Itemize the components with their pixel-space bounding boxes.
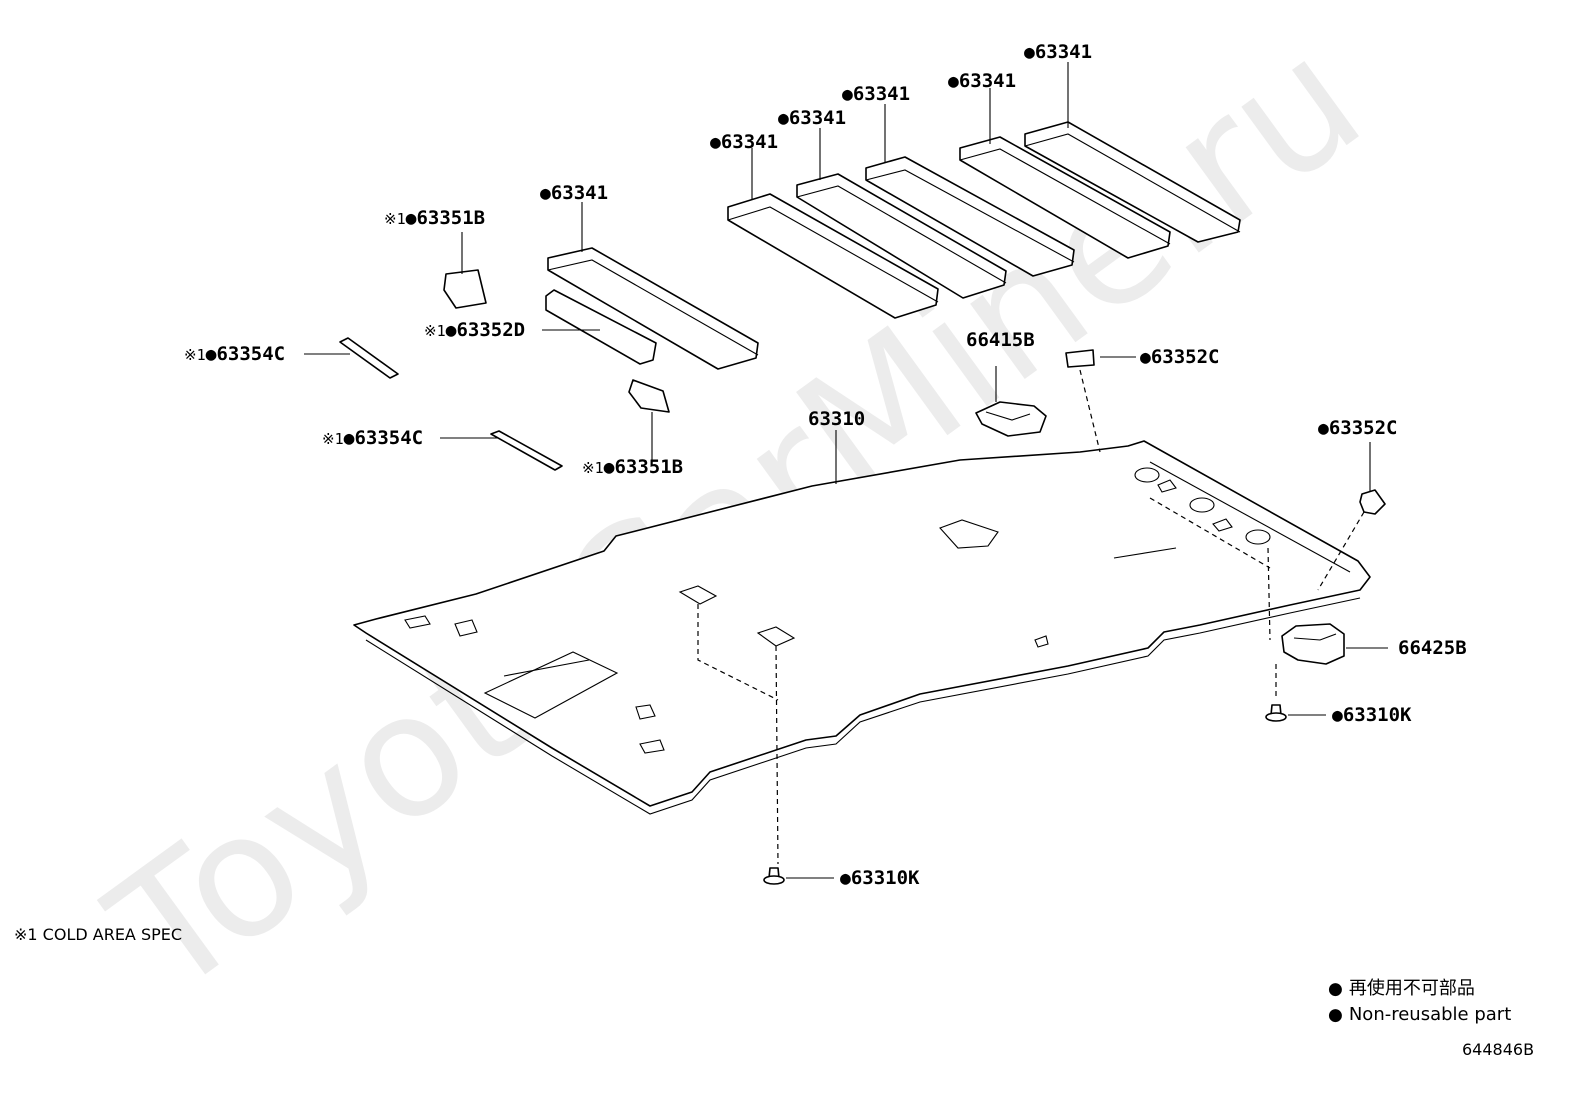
callout-pad-bottom: ※1●63351B — [582, 456, 683, 478]
mount-7 — [1034, 635, 1049, 648]
headliner-edge-lower — [365, 597, 1361, 815]
callout-bar1: ●63341 — [540, 182, 608, 204]
callout-pad-c-top: ●63352C — [1140, 346, 1219, 368]
clip-63310k-right — [1265, 704, 1287, 722]
legend-row-jp: ●再使用不可部品 — [1328, 976, 1511, 1002]
mount-4 — [639, 739, 665, 754]
callout-handle-front: 66415B — [966, 329, 1035, 351]
clip-seat-1 — [678, 585, 718, 605]
headliner-63310 — [353, 440, 1371, 815]
legend-text-jp: 再使用不可部品 — [1348, 978, 1475, 999]
legend-bullet: ● — [1328, 1005, 1343, 1025]
mount-5 — [1157, 479, 1177, 493]
sunroof-shading — [503, 659, 590, 677]
callout-pad-top: ※1●63351B — [384, 207, 485, 229]
headliner-outline — [353, 440, 1371, 807]
legend-text-en: Non-reusable part — [1348, 1004, 1512, 1025]
strip-63354c-bottom — [490, 430, 563, 471]
sunroof-opening — [483, 651, 619, 719]
assist-grip-66415b-detail — [985, 411, 1031, 421]
assembly-lines — [697, 369, 1365, 865]
mount-6 — [1212, 518, 1233, 532]
legend: ●再使用不可部品 ●Non-reusable part — [1328, 976, 1511, 1028]
boss-3 — [1245, 529, 1271, 545]
absorber-bar-5-edge — [959, 148, 1171, 245]
strip-63354c-top — [339, 337, 399, 379]
mount-1 — [404, 615, 431, 629]
cold-area-note: ※1 COLD AREA SPEC — [14, 925, 183, 944]
absorber-bar-3-edge — [796, 185, 1007, 284]
callout-clip-right: ●63310K — [1332, 704, 1412, 726]
callout-bar5: ●63341 — [948, 70, 1016, 92]
legend-bullet: ● — [1328, 979, 1343, 999]
boss-2 — [1189, 497, 1215, 513]
absorber-bar-4-edge — [865, 169, 1075, 263]
strip-63352d — [545, 289, 657, 365]
callout-bar4: ●63341 — [842, 83, 910, 105]
callout-strip-c-top: ※1●63354C — [184, 343, 285, 365]
callout-headliner: 63310 — [808, 408, 865, 430]
pad-63352c-right — [1359, 489, 1386, 515]
mount-3 — [635, 704, 656, 720]
pad-63351b-top — [443, 269, 487, 309]
console-mount — [939, 519, 999, 549]
legend-row-en: ●Non-reusable part — [1328, 1002, 1511, 1028]
rear-crease — [1113, 547, 1177, 559]
callout-labels: ●63341 ●63341 ●63341 ●63341 ●63341 ●6334… — [184, 41, 1467, 889]
assist-grip-66415b — [975, 401, 1047, 437]
leader-lines — [304, 62, 1388, 879]
sound-absorber-bars — [547, 121, 1241, 370]
mount-2 — [454, 619, 478, 637]
assist-grip-66425b-detail — [1293, 633, 1337, 641]
boss-1 — [1134, 467, 1160, 483]
pad-63352c-top — [1065, 349, 1095, 368]
headliner-rear-rail — [1149, 461, 1351, 573]
callout-handle-rear: 66425B — [1398, 637, 1467, 659]
clip-seat-2 — [756, 626, 796, 647]
absorber-bar-6-edge — [1024, 133, 1241, 233]
callout-bar6: ●63341 — [1024, 41, 1092, 63]
callout-strip-d: ※1●63352D — [424, 319, 525, 341]
diagram-code: 644846B — [1462, 1040, 1535, 1059]
absorber-bar-2-edge — [727, 206, 939, 303]
callout-pad-c-right: ●63352C — [1318, 417, 1397, 439]
pad-63351b-bottom — [628, 379, 670, 413]
clip-63310k-bottom — [763, 867, 785, 885]
absorber-bar-1-edge — [547, 259, 759, 356]
callout-clip-bottom: ●63310K — [840, 867, 920, 889]
assist-grip-66425b — [1281, 623, 1345, 665]
callout-bar3: ●63341 — [778, 107, 846, 129]
callout-strip-c-bottom: ※1●63354C — [322, 427, 423, 449]
callout-bar2: ●63341 — [710, 131, 778, 153]
